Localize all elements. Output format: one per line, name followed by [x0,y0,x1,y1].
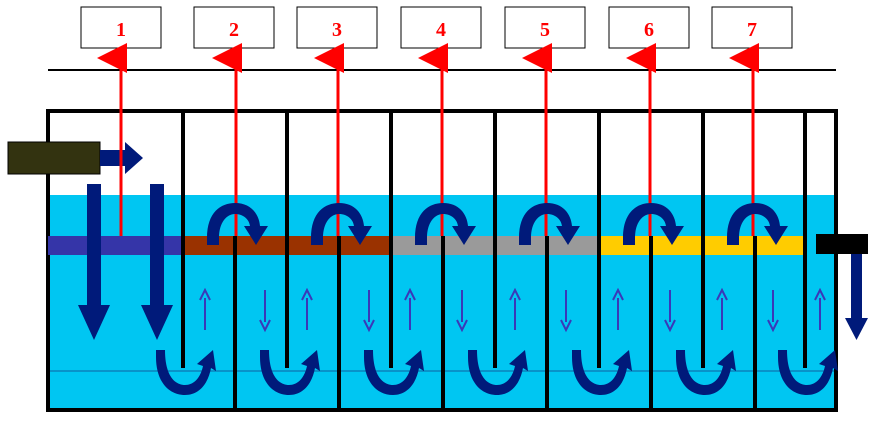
down-flow-arrow-6 [456,290,468,333]
label-text-1: 1 [116,19,126,41]
overflow-arc-3 [415,203,476,245]
outlet-pipe [816,234,868,254]
label-boxes: 1 2 3 4 5 6 7 [80,6,793,49]
chamber-walls [181,111,807,410]
up-flow-arrow-1 [199,287,211,330]
down-flow-arrow-2 [259,290,271,333]
label-box-5: 5 [504,6,586,49]
underflow-arc-1 [156,350,216,395]
underflow-arc-4 [468,350,528,395]
underflow-arc-3 [364,350,424,395]
label-box-2: 2 [193,6,275,49]
up-flow-arrow-7 [509,287,521,330]
label-box-6: 6 [608,6,690,49]
label-text-5: 5 [540,19,550,41]
down-flow-arrow-12 [767,290,779,333]
label-text-6: 6 [644,19,654,41]
overflow-arc-6 [727,203,788,245]
internal-flow-arrows [199,287,826,333]
overflow-arc-4 [519,203,580,245]
label-box-4: 4 [400,6,482,49]
underflow-arc-2 [260,350,320,395]
down-flow-arrow-4 [363,290,375,333]
up-flow-arrow-13 [814,287,826,330]
up-flow-arrow-11 [716,287,728,330]
up-flow-arrow-9 [612,287,624,330]
inflow-arrow-left [78,184,110,340]
inflow-arrow-right [141,184,173,340]
overflow-arc-2 [311,203,372,245]
up-flow-arrow-5 [404,287,416,330]
layer-band-1 [48,236,183,255]
underflow-arc-7 [778,350,838,395]
up-flow-arrow-3 [301,287,313,330]
down-flow-arrow-10 [664,290,676,333]
overflow-arc-1 [207,203,268,245]
underflow-arc-6 [676,350,736,395]
label-text-2: 2 [229,19,239,41]
label-text-7: 7 [747,19,757,41]
outlet-arrow [845,254,868,340]
label-text-4: 4 [436,19,446,41]
label-text-3: 3 [332,19,342,41]
overflow-arc-5 [623,203,684,245]
label-box-7: 7 [711,6,793,49]
label-box-1: 1 [80,6,162,49]
feed-pipe [7,141,101,175]
label-box-3: 3 [296,6,378,49]
down-flow-arrow-8 [560,290,572,333]
underflow-arc-5 [572,350,632,395]
flow-arcs [156,203,838,395]
